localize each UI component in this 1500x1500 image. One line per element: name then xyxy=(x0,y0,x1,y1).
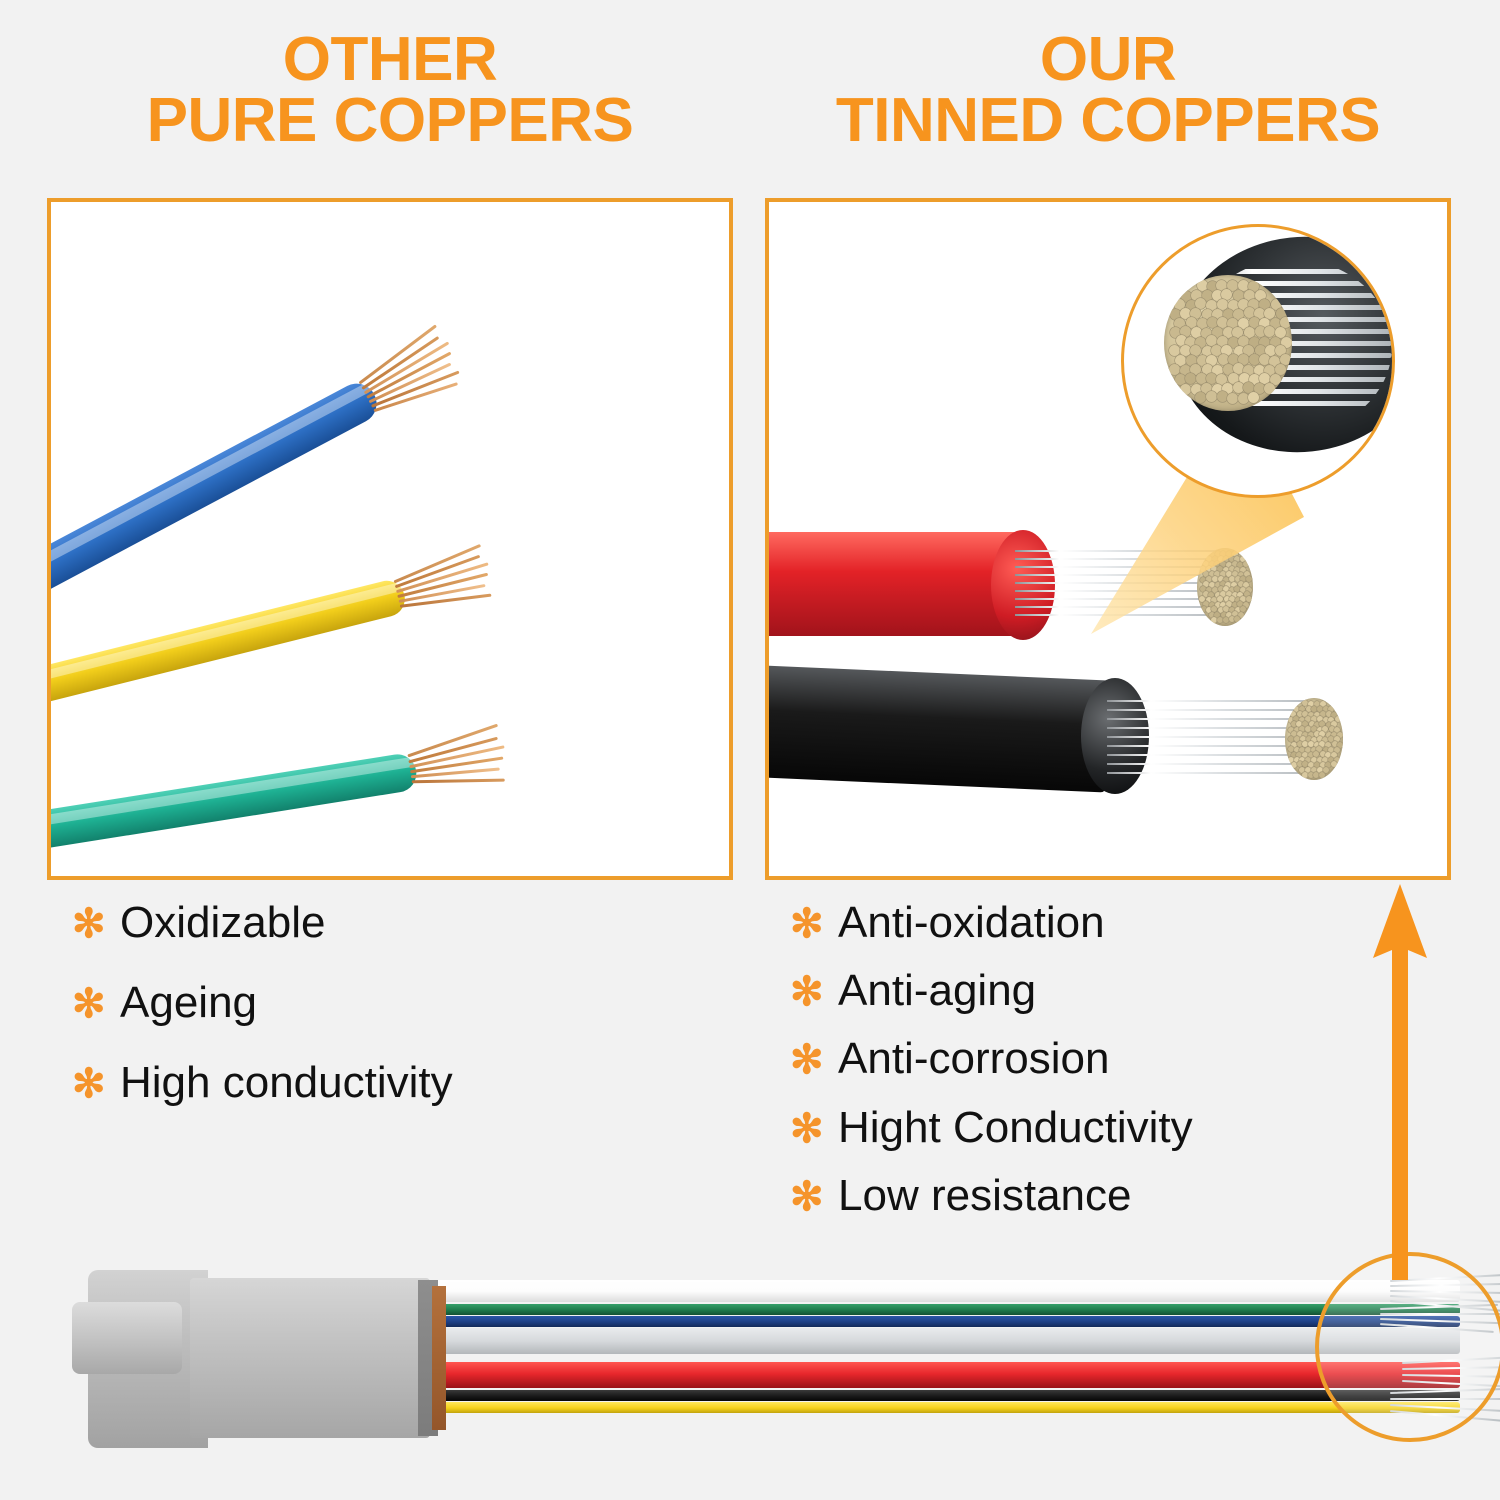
left-heading-line-2: PURE COPPERS xyxy=(47,91,733,152)
left-heading-line-1: OTHER xyxy=(47,30,733,91)
yellow-wire xyxy=(47,561,472,707)
feature-label: Ageing xyxy=(120,980,257,1026)
feature-label: Anti-corrosion xyxy=(838,1036,1109,1082)
asterisk-icon: ✻ xyxy=(72,1064,120,1104)
asterisk-icon: ✻ xyxy=(790,1177,838,1217)
left-heading: OTHER PURE COPPERS xyxy=(47,30,733,152)
feature-item: ✻ Anti-aging xyxy=(790,968,1330,1014)
asterisk-icon: ✻ xyxy=(790,1040,838,1080)
right-heading-line-1: OUR xyxy=(765,30,1451,91)
connector-latch-tab xyxy=(72,1302,182,1374)
cross-section-magnifier xyxy=(1121,224,1395,498)
feature-label: Oxidizable xyxy=(120,900,325,946)
blue-wire xyxy=(47,344,445,600)
asterisk-icon: ✻ xyxy=(790,904,838,944)
feature-label: High conductivity xyxy=(120,1060,453,1106)
up-arrow xyxy=(1367,880,1433,1280)
magnifier-copper-core-face xyxy=(1164,275,1292,411)
asterisk-icon: ✻ xyxy=(790,972,838,1012)
black-wire xyxy=(360,1390,1460,1401)
yellow-wire xyxy=(360,1402,1460,1413)
feature-item: ✻ Anti-oxidation xyxy=(790,900,1330,946)
feature-label: Low resistance xyxy=(838,1173,1131,1219)
asterisk-icon: ✻ xyxy=(72,904,120,944)
feature-item: ✻ High conductivity xyxy=(72,1060,712,1106)
stripped-ends-highlight-circle xyxy=(1315,1252,1500,1442)
feature-label: Anti-oxidation xyxy=(838,900,1105,946)
yellow-wire-jacket xyxy=(47,577,409,707)
green-wire xyxy=(360,1304,1460,1315)
asterisk-icon: ✻ xyxy=(72,984,120,1024)
right-heading-line-2: TINNED COPPERS xyxy=(765,91,1451,152)
green-wire xyxy=(47,741,488,852)
feature-label: Anti-aging xyxy=(838,968,1036,1014)
other-pure-coppers-features: ✻ Oxidizable ✻ Ageing ✻ High conductivit… xyxy=(72,900,712,1141)
red-wire xyxy=(360,1362,1460,1388)
connector-terminal-block xyxy=(432,1286,446,1430)
feature-item: ✻ Anti-corrosion xyxy=(790,1036,1330,1082)
our-tinned-coppers-features: ✻ Anti-oxidation ✻ Anti-aging ✻ Anti-cor… xyxy=(790,900,1330,1241)
blue-wire-jacket xyxy=(47,377,384,600)
right-heading: OUR TINNED COPPERS xyxy=(765,30,1451,152)
feature-item: ✻ Ageing xyxy=(72,980,712,1026)
green-wire-jacket xyxy=(47,752,419,852)
connector-housing-body xyxy=(190,1278,430,1438)
gray-wire xyxy=(360,1328,1460,1354)
feature-item: ✻ Low resistance xyxy=(790,1173,1330,1219)
feature-label: Hight Conductivity xyxy=(838,1105,1193,1151)
tinned-copper-cables-panel xyxy=(765,198,1451,880)
connector-wire-harness xyxy=(60,1240,1500,1500)
white-wire xyxy=(360,1280,1460,1302)
asterisk-icon: ✻ xyxy=(790,1109,838,1149)
pure-copper-wires-panel xyxy=(47,198,733,880)
blue-wire xyxy=(360,1316,1460,1327)
feature-item: ✻ Oxidizable xyxy=(72,900,712,946)
feature-item: ✻ Hight Conductivity xyxy=(790,1105,1330,1151)
